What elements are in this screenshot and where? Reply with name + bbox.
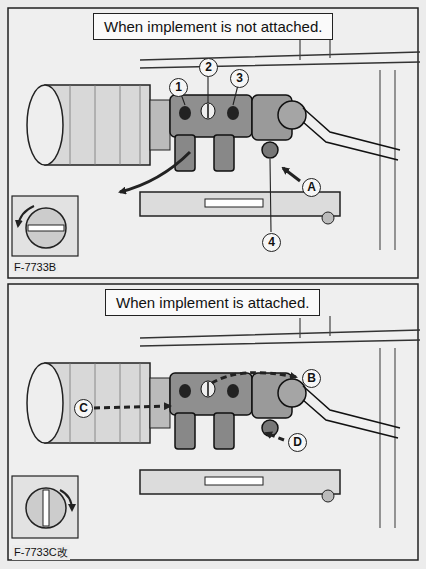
callout-circle: 3 xyxy=(230,69,249,88)
callout-number: D xyxy=(293,435,302,449)
figure-number: F-7733C改 xyxy=(12,545,70,560)
callout-number: 1 xyxy=(175,80,182,94)
callout-circle: B xyxy=(302,369,321,388)
callout-number: B xyxy=(307,371,316,385)
callout-number: C xyxy=(79,401,88,415)
callout-circle: 4 xyxy=(262,233,281,252)
callout-number: 4 xyxy=(268,235,275,249)
callout-circle: D xyxy=(288,433,307,452)
callout-number: 3 xyxy=(236,71,243,85)
condition-header: When implement is attached. xyxy=(105,289,320,316)
callout-number: A xyxy=(307,180,316,194)
condition-header: When implement is not attached. xyxy=(93,13,333,40)
header-text: When implement is attached. xyxy=(116,294,309,311)
callout-circle: A xyxy=(302,178,321,197)
callout-number: 2 xyxy=(205,60,212,74)
callout-circle: C xyxy=(74,399,93,418)
callout-circle: 1 xyxy=(169,78,188,97)
callout-circle: 2 xyxy=(199,58,218,77)
header-text: When implement is not attached. xyxy=(104,18,322,35)
figure-number: F-7733B xyxy=(12,261,58,273)
